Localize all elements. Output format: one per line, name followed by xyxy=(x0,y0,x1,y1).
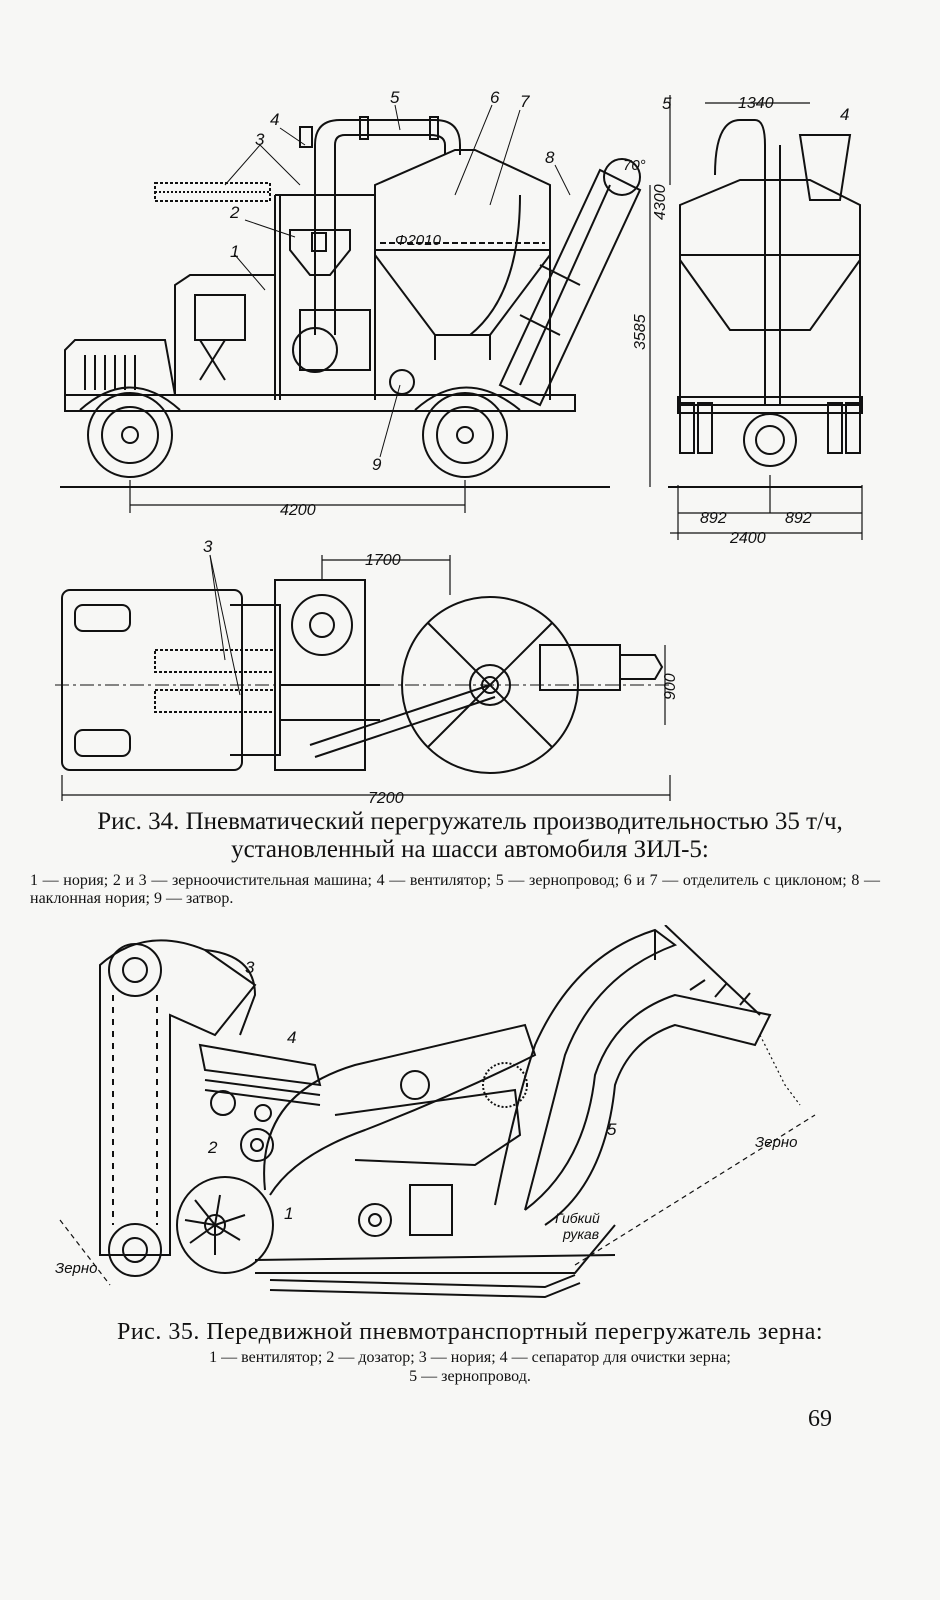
dimension-1340: 1340 xyxy=(738,95,774,112)
dimension-4200: 4200 xyxy=(280,502,316,519)
air-duct xyxy=(254,1023,616,1274)
legend-35-line-1: 1 — вентилятор; 2 — дозатор; 3 — нория; … xyxy=(209,1349,731,1366)
rear-view xyxy=(668,119,863,488)
separator-bin xyxy=(374,149,551,400)
fig35-label-3: 3 xyxy=(245,958,255,977)
figure-35-drawing: 3 4 2 1 5 Зерно Зерно Гибкий рукав xyxy=(55,925,816,1299)
angle-label: 70° xyxy=(623,157,646,174)
fig35-label-2: 2 xyxy=(207,1138,218,1157)
grain-pipe xyxy=(494,925,772,1226)
rear-label-4: 4 xyxy=(840,105,849,124)
grain-piles xyxy=(59,1034,816,1286)
flexible-hose xyxy=(269,1274,581,1299)
dimension-892-right: 892 xyxy=(785,510,812,527)
caption-34-line-1: Рис. 34. Пневматический перегружатель пр… xyxy=(97,808,843,835)
label-4: 4 xyxy=(270,110,279,129)
page-number: 69 xyxy=(808,1406,832,1432)
grain-right-label: Зерно xyxy=(755,1134,798,1151)
label-9: 9 xyxy=(372,455,382,474)
dimension-2400: 2400 xyxy=(729,530,766,547)
dimension-4300: 4300 xyxy=(652,184,669,220)
figure-34-drawing: 3 4 5 6 7 8 2 1 9 Φ2010 70° 4200 3585 43… xyxy=(55,88,863,805)
fig35-label-1: 1 xyxy=(284,1204,293,1223)
figure-35-legend: 1 — вентилятор; 2 — дозатор; 3 — нория; … xyxy=(0,1348,940,1386)
legend-35-line-2: 5 — зернопровод. xyxy=(409,1368,531,1385)
hose-label-line-1: Гибкий xyxy=(555,1210,600,1226)
rear-label-5: 5 xyxy=(662,94,672,113)
fig35-label-5: 5 xyxy=(607,1120,617,1139)
diameter-label: Φ2010 xyxy=(395,232,442,249)
dimension-3585: 3585 xyxy=(632,314,649,350)
inclined-elevator xyxy=(498,158,642,407)
separator xyxy=(198,1043,322,1106)
label-7: 7 xyxy=(520,92,530,111)
figure-34-legend: 1 — нория; 2 и 3 — зерноочистительная ма… xyxy=(30,872,880,907)
fan xyxy=(176,1176,274,1274)
fig35-label-4: 4 xyxy=(287,1028,296,1047)
hose-label-line-2: рукав xyxy=(562,1226,599,1242)
dimension-900: 900 xyxy=(662,673,679,700)
label-8: 8 xyxy=(545,148,555,167)
label-6: 6 xyxy=(490,88,500,107)
figure-35-caption-title: Рис. 35. Передвижной пневмотранспортный … xyxy=(116,1319,824,1345)
dimension-1700: 1700 xyxy=(365,552,401,569)
label-3: 3 xyxy=(255,130,265,149)
figure-34-caption-title: Рис. 34. Пневматический перегружатель пр… xyxy=(0,808,940,864)
plan-label-3: 3 xyxy=(203,537,213,556)
grain-elevator xyxy=(99,939,257,1277)
dimension-lines xyxy=(61,95,863,801)
dosing-unit xyxy=(210,1090,274,1162)
plan-view xyxy=(55,579,670,774)
dimension-892-left: 892 xyxy=(700,510,727,527)
grain-cleaning-machine xyxy=(154,116,461,400)
grain-left-label: Зерно xyxy=(55,1260,98,1277)
caption-34-line-2: установленный на шасси автомобиля ЗИЛ-5: xyxy=(231,836,709,863)
leader-lines xyxy=(209,104,571,696)
label-5: 5 xyxy=(390,88,400,107)
dimension-7200: 7200 xyxy=(368,790,404,805)
label-1: 1 xyxy=(230,242,239,261)
label-2: 2 xyxy=(229,203,240,222)
